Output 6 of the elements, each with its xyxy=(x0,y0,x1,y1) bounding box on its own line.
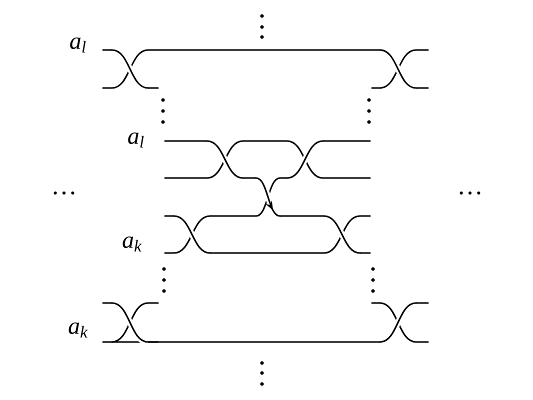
strand-label: a$_{l}$ xyxy=(70,38,86,53)
strand-label: a$_{l}$ xyxy=(128,132,144,148)
strand-label: a$_{k}$ xyxy=(122,236,142,252)
ellipsis: … xyxy=(54,191,74,195)
ellipsis: … xyxy=(460,191,480,195)
strand-label: a$_{k}$ xyxy=(68,322,88,338)
